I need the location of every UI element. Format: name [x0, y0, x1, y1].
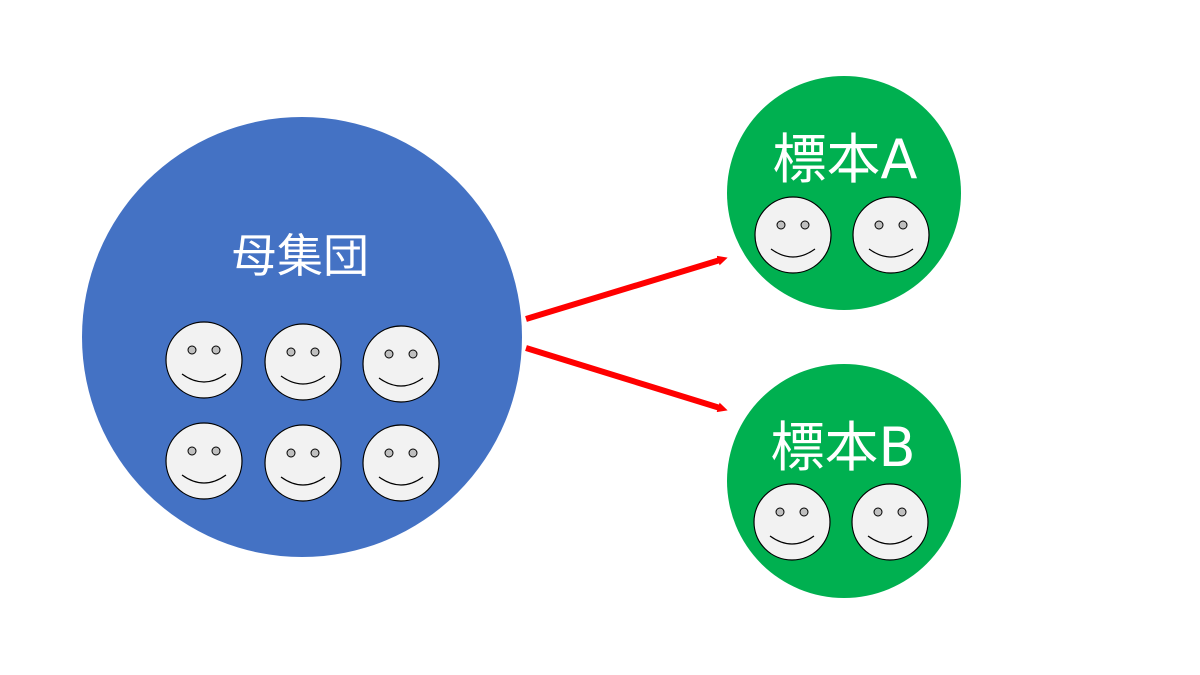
- person-icon: [165, 321, 243, 399]
- sample-a-circle: [727, 76, 961, 310]
- sample-a-label: 標本A: [773, 128, 918, 191]
- person-icon: [264, 424, 342, 502]
- person-icon: [754, 196, 832, 274]
- person-icon: [362, 424, 440, 502]
- population-label: 母集団: [231, 229, 369, 283]
- person-icon: [852, 196, 930, 274]
- person-icon: [264, 323, 342, 401]
- population-group: 母集団: [82, 117, 522, 557]
- arrows: [525, 255, 728, 413]
- sample-b-label: 標本B: [770, 416, 915, 479]
- arrow-to-sample-b: [525, 345, 728, 413]
- person-icon: [362, 325, 440, 403]
- sample-a-group: 標本A: [727, 76, 961, 310]
- person-icon: [753, 483, 831, 561]
- sample-b-circle: [727, 364, 961, 598]
- person-icon: [165, 422, 243, 500]
- person-icon: [851, 483, 929, 561]
- sample-b-group: 標本B: [727, 364, 961, 598]
- arrow-to-sample-a: [525, 255, 728, 322]
